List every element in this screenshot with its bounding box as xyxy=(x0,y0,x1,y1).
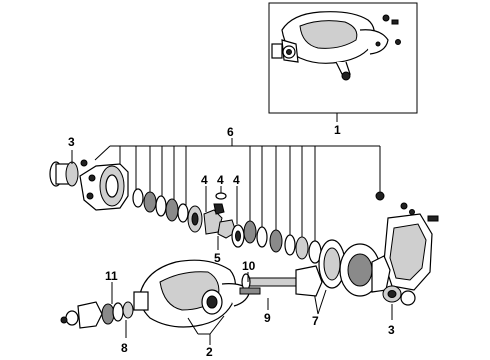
carrier-housing xyxy=(133,259,251,328)
callout-5: 5 xyxy=(214,251,221,265)
callout-6-bracket xyxy=(94,138,381,248)
ring-gear-carrier xyxy=(318,239,416,306)
callout-3-upper: 3 xyxy=(68,135,75,149)
bearing-shim-stack-right xyxy=(243,220,322,264)
callout-4-center: 4 xyxy=(217,173,224,187)
assembly-inset xyxy=(268,2,418,122)
callout-9: 9 xyxy=(264,311,271,325)
callout-7: 7 xyxy=(312,314,319,328)
callout-1: 1 xyxy=(334,123,341,137)
callout-4-left: 4 xyxy=(201,173,208,187)
assembled-differential-illustration xyxy=(271,11,401,81)
differential-carrier-case xyxy=(79,163,129,211)
callout-10: 10 xyxy=(242,259,256,273)
drive-pinion-shaft xyxy=(239,265,323,297)
callout-8: 8 xyxy=(121,341,128,355)
callout-2: 2 xyxy=(206,345,213,359)
inset-frame xyxy=(268,2,418,114)
differential-gears xyxy=(203,186,245,250)
companion-flange xyxy=(49,150,79,187)
callout-4-right: 4 xyxy=(233,173,240,187)
callout-11: 11 xyxy=(105,269,118,283)
callout-6: 6 xyxy=(227,125,234,139)
bearing-shim-stack-left xyxy=(132,188,203,233)
differential-rear-cover xyxy=(383,202,439,291)
fill-plug xyxy=(375,191,385,201)
callout-3-lower: 3 xyxy=(388,323,395,337)
pinion-flange-bearings xyxy=(60,301,134,329)
flange-nut xyxy=(80,159,88,167)
